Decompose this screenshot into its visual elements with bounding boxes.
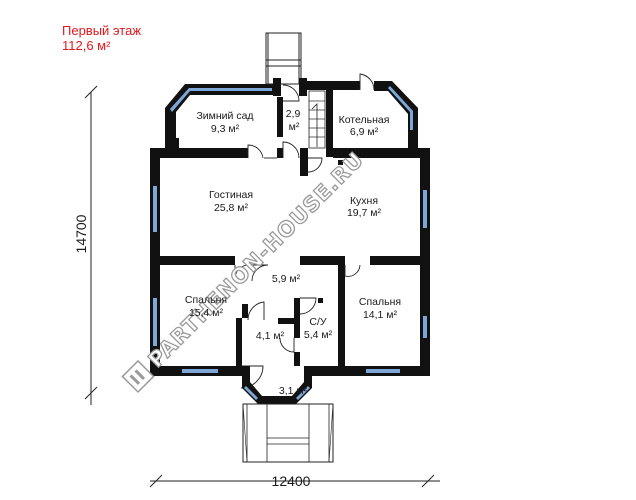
room-area-hall: 2,9	[286, 108, 301, 120]
width-dimension	[149, 474, 440, 488]
floor-area: 112,6 м²	[62, 38, 111, 53]
room-name-living: Гостиная	[209, 189, 253, 201]
room-area-kitchen: 19,7 м²	[347, 207, 382, 219]
bottom-vestibule	[242, 366, 312, 404]
height-dimension-label: 14700	[73, 214, 89, 253]
room-name-wc: С/У	[309, 316, 327, 328]
interior-walls	[160, 97, 420, 366]
room-name-winter-garden: Зимний сад	[196, 110, 253, 122]
room-area-wc: 5,4 м²	[304, 329, 333, 341]
room-area-boiler: 6,9 м²	[350, 126, 379, 138]
top-porch	[265, 32, 302, 85]
room-area-unit-hall: м²	[289, 121, 300, 133]
room-area-closet: 4,1 м²	[256, 330, 285, 342]
width-dimension-label: 12400	[272, 473, 311, 489]
height-dimension	[84, 85, 98, 405]
room-area-corridor: 5,9 м²	[272, 273, 301, 285]
room-area-winter-garden: 9,3 м²	[211, 123, 240, 135]
floor-title: Первый этаж	[62, 23, 141, 38]
room-area-bedroom-left: 15,4 м²	[189, 307, 224, 319]
staircase	[308, 90, 326, 149]
room-name-bedroom-left: Спальня	[185, 294, 227, 306]
room-name-kitchen: Кухня	[350, 195, 378, 207]
room-name-bedroom-right: Спальня	[359, 296, 401, 308]
windows	[153, 186, 427, 373]
fixture-wc	[318, 298, 323, 303]
room-area-living: 25,8 м²	[214, 202, 249, 214]
room-name-boiler: Котельная	[339, 114, 390, 126]
room-area-bedroom-right: 14,1 м²	[363, 309, 398, 321]
boiler-room-walls	[273, 78, 418, 157]
bottom-porch	[242, 403, 334, 463]
fixture-kitchen	[338, 160, 343, 165]
winter-garden-bay	[165, 84, 273, 140]
room-area-vestibule: 3,1 м²	[279, 385, 308, 397]
